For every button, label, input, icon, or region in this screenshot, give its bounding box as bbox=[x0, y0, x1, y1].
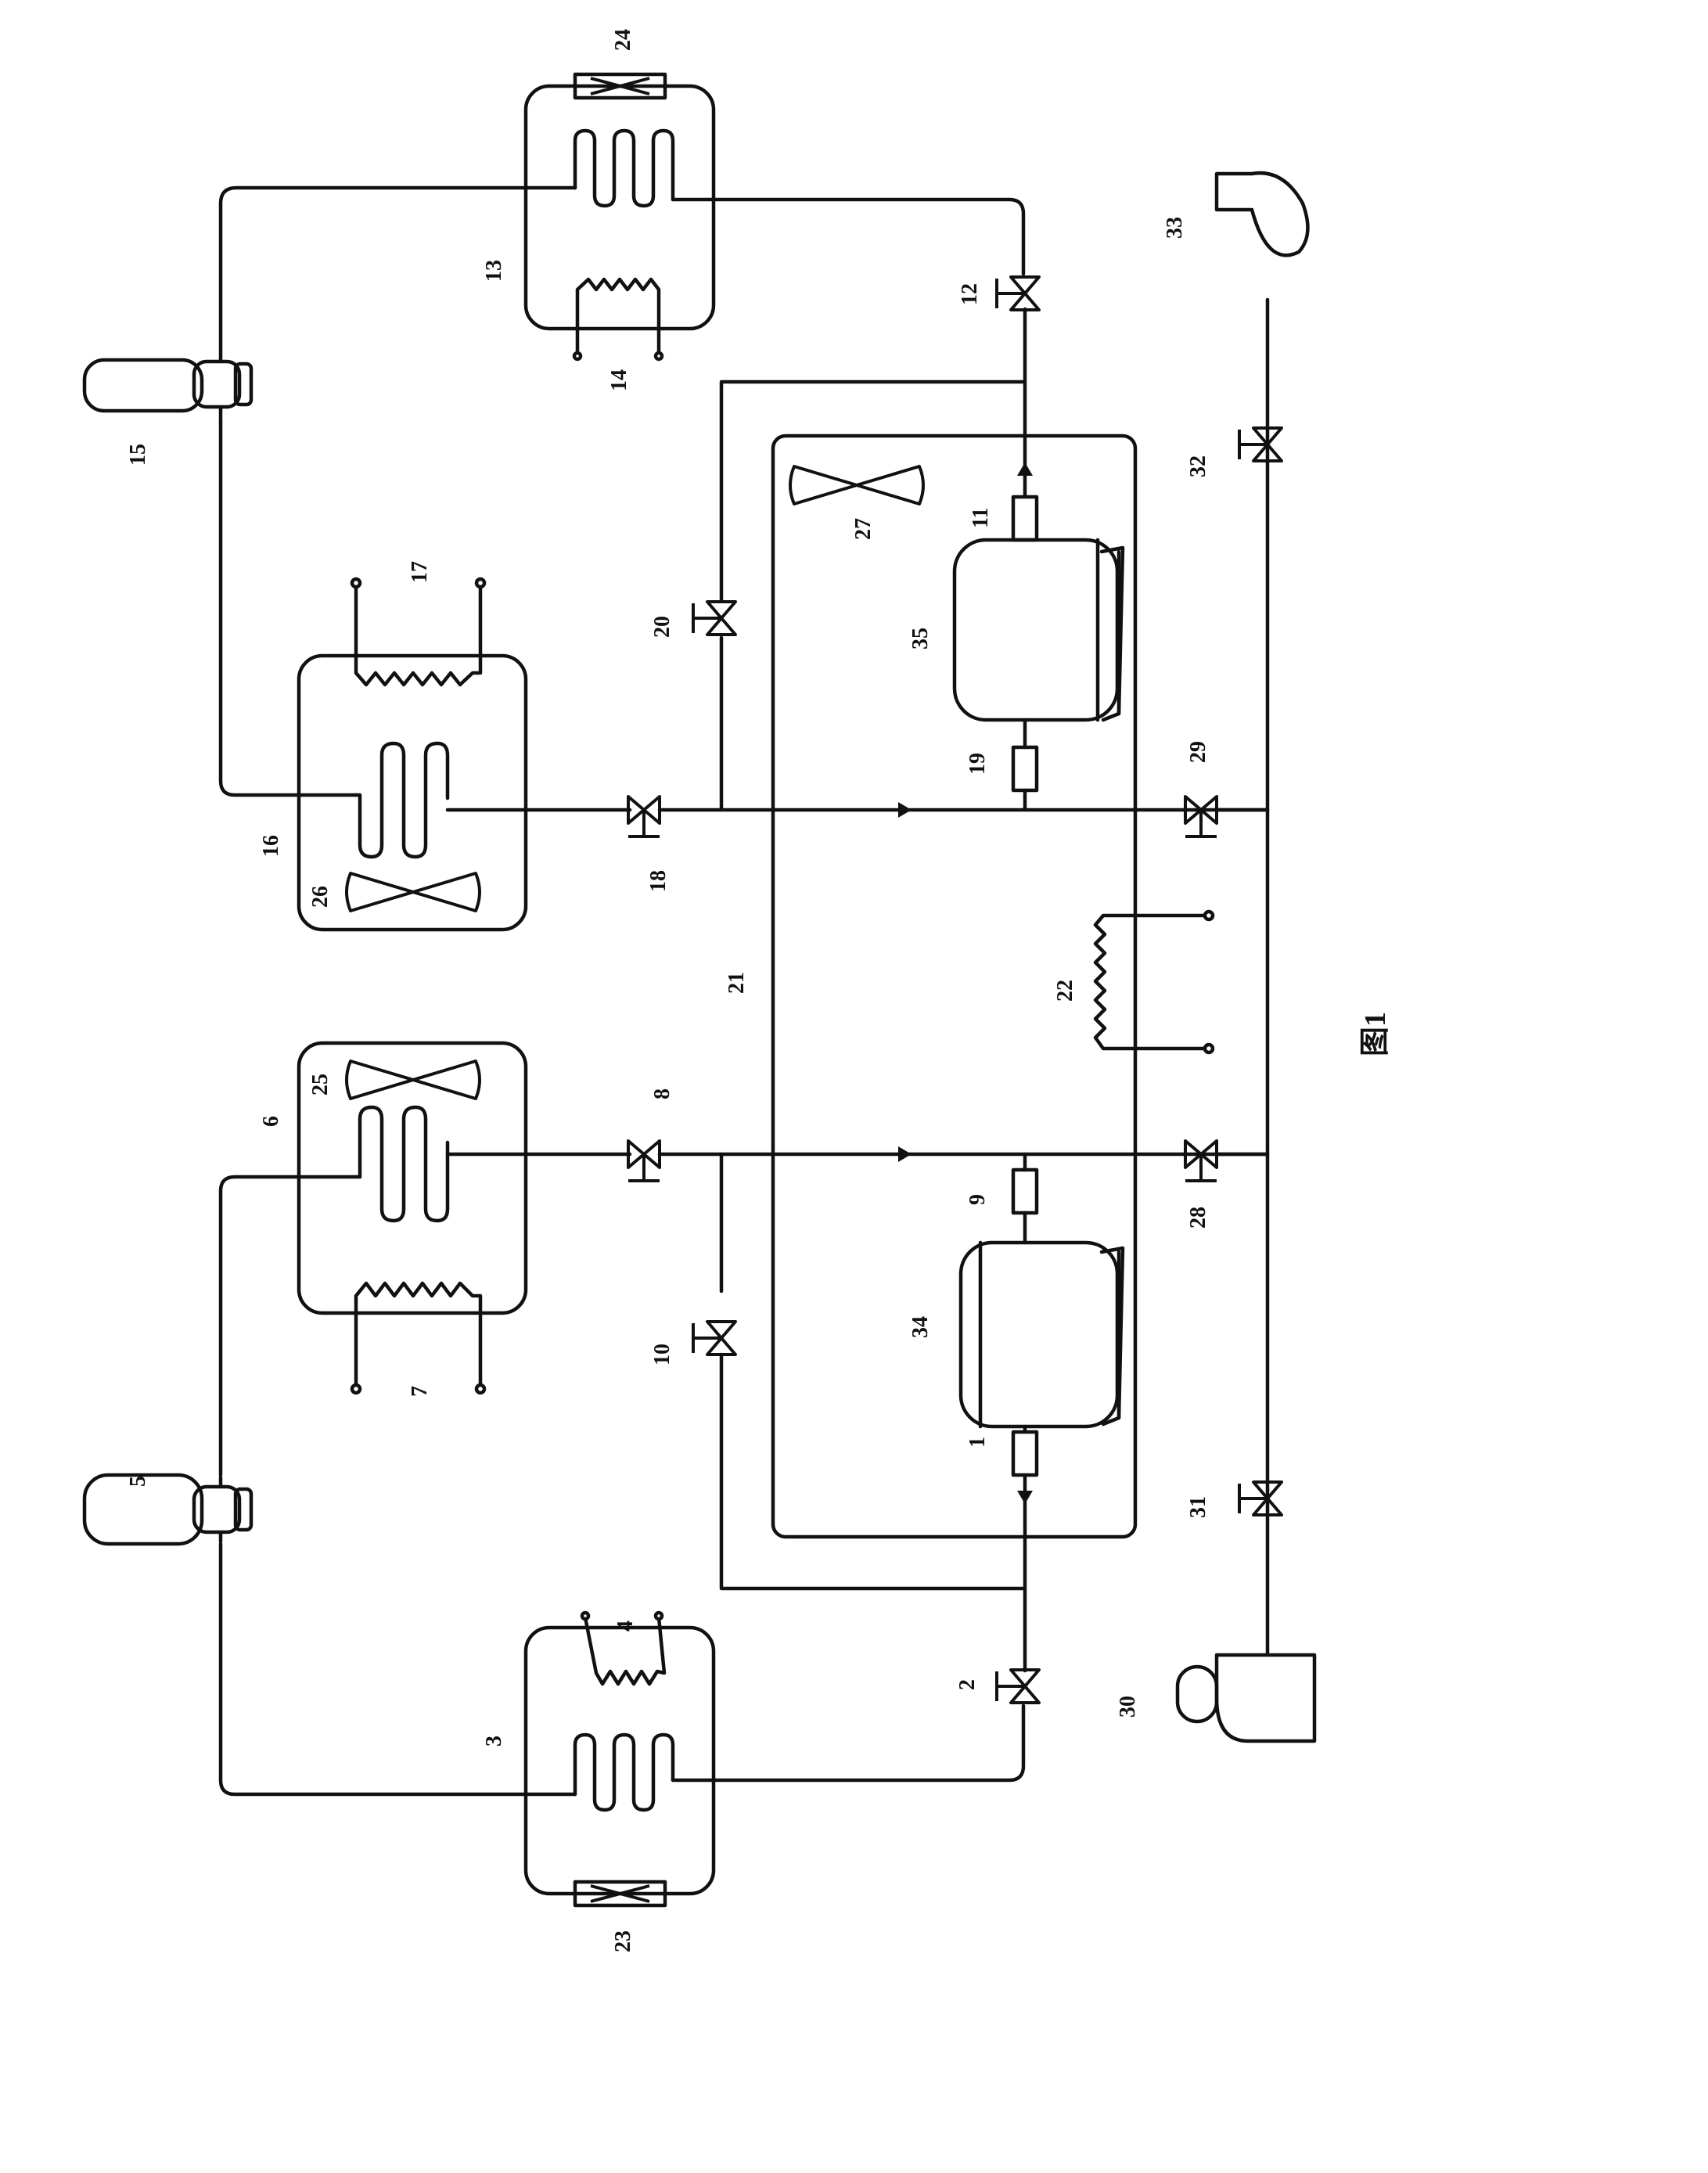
valve-32[interactable] bbox=[1239, 428, 1282, 461]
label-7: 7 bbox=[408, 1386, 432, 1397]
label-32: 32 bbox=[1186, 455, 1210, 477]
label-10: 10 bbox=[650, 1344, 674, 1365]
heat-exchanger-13 bbox=[526, 74, 1023, 359]
pump-30 bbox=[1178, 1655, 1314, 1741]
label-33: 33 bbox=[1163, 217, 1187, 239]
valve-8[interactable] bbox=[628, 1141, 660, 1181]
heat-exchanger-16 bbox=[299, 579, 630, 930]
compressor-5 bbox=[85, 1475, 251, 1544]
pipe-15-to-16 bbox=[221, 423, 356, 795]
valve-31[interactable] bbox=[1239, 1482, 1282, 1515]
label-29: 29 bbox=[1186, 741, 1210, 763]
label-3: 3 bbox=[482, 1736, 506, 1747]
pipe-15-to-13 bbox=[221, 188, 575, 344]
fan-26 bbox=[347, 873, 480, 911]
label-24: 24 bbox=[611, 29, 635, 51]
label-18: 18 bbox=[646, 870, 671, 892]
label-15: 15 bbox=[126, 444, 150, 466]
vessel-35 bbox=[955, 309, 1123, 810]
label-17: 17 bbox=[408, 561, 432, 583]
blower-33 bbox=[1217, 173, 1307, 255]
label-13: 13 bbox=[482, 260, 506, 282]
label-5: 5 bbox=[126, 1476, 150, 1487]
fan-25 bbox=[347, 1061, 480, 1099]
label-21: 21 bbox=[725, 972, 749, 994]
label-22: 22 bbox=[1053, 980, 1077, 1002]
valve-28[interactable] bbox=[1185, 1141, 1217, 1181]
label-27: 27 bbox=[851, 518, 876, 540]
heater-17 bbox=[356, 583, 480, 685]
label-4: 4 bbox=[613, 1621, 638, 1632]
pipe-5-to-6 bbox=[221, 1177, 360, 1475]
label-16: 16 bbox=[259, 835, 283, 857]
heat-exchanger-3 bbox=[526, 1613, 1023, 1905]
heater-7 bbox=[356, 1283, 480, 1389]
label-30: 30 bbox=[1116, 1696, 1140, 1718]
valve-10[interactable] bbox=[693, 1322, 735, 1355]
valve-2[interactable] bbox=[997, 1670, 1039, 1703]
label-28: 28 bbox=[1186, 1207, 1210, 1229]
label-20: 20 bbox=[650, 616, 674, 638]
figure-caption: 图1 bbox=[1359, 1012, 1392, 1056]
valve-12[interactable] bbox=[997, 277, 1039, 310]
vessel-34 bbox=[961, 1154, 1123, 1671]
valve-29[interactable] bbox=[1185, 797, 1217, 836]
heat-exchanger-6 bbox=[299, 1043, 630, 1393]
label-23: 23 bbox=[611, 1930, 635, 1952]
label-2: 2 bbox=[955, 1679, 980, 1690]
label-1: 1 bbox=[965, 1437, 990, 1448]
label-35: 35 bbox=[908, 628, 933, 649]
label-11: 11 bbox=[969, 508, 993, 528]
heater-14 bbox=[577, 279, 659, 352]
labels: 1 2 3 4 5 6 7 8 9 10 11 12 13 14 15 16 1… bbox=[126, 29, 1392, 1952]
compressor-15 bbox=[85, 344, 251, 423]
valve-18[interactable] bbox=[628, 797, 660, 836]
label-9: 9 bbox=[965, 1194, 990, 1205]
fan-27 bbox=[790, 466, 923, 504]
label-25: 25 bbox=[308, 1074, 333, 1095]
label-34: 34 bbox=[908, 1316, 933, 1338]
label-14: 14 bbox=[607, 369, 631, 391]
label-19: 19 bbox=[965, 753, 990, 775]
label-31: 31 bbox=[1186, 1496, 1210, 1518]
label-6: 6 bbox=[259, 1116, 283, 1127]
valve-20[interactable] bbox=[693, 602, 735, 635]
heater-22 bbox=[1095, 912, 1213, 1052]
label-8: 8 bbox=[650, 1088, 674, 1099]
label-12: 12 bbox=[958, 283, 982, 305]
label-26: 26 bbox=[308, 886, 333, 908]
pipe-5-to-3 bbox=[221, 1544, 575, 1794]
